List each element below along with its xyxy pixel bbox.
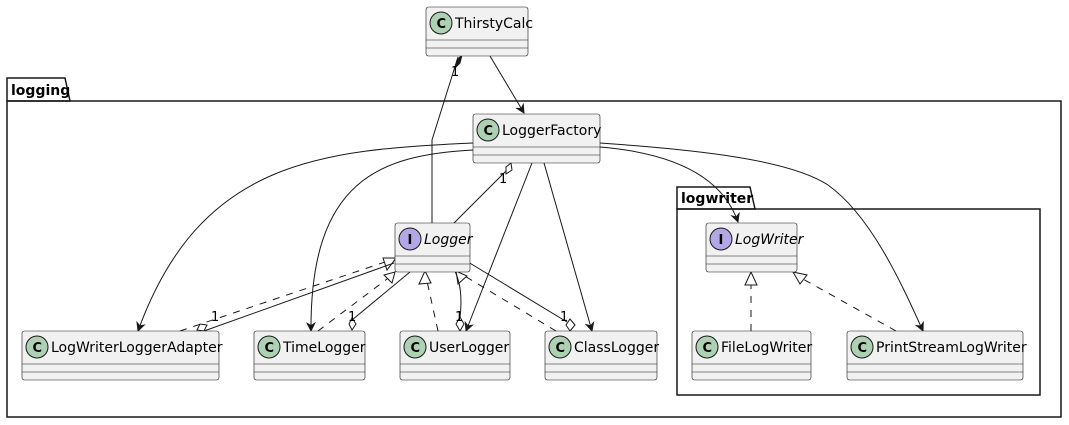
class-badge-icon [25, 335, 49, 359]
class-userlogger[interactable]: C UserLogger [399, 330, 511, 381]
class-badge-icon [695, 335, 719, 359]
interface-badge-icon [709, 227, 733, 251]
class-badge-icon [257, 335, 281, 359]
class-name: UserLogger [429, 340, 509, 356]
class-badge-letter: C [437, 17, 447, 32]
package-logging: logging [6, 77, 1062, 418]
class-filelogwriter[interactable]: C FileLogWriter [691, 330, 812, 381]
class-badge-letter: C [703, 341, 713, 356]
aggregation-diamond-user [455, 315, 465, 333]
mult-user-logger: 1 [455, 310, 463, 325]
realize-triangle-printstream [791, 271, 808, 285]
agg-timelogger-logger [351, 271, 411, 321]
interface-logwriter[interactable]: I LogWriter [705, 222, 805, 273]
class-name: LogWriterLoggerAdapter [51, 340, 223, 356]
class-name: ClassLogger [574, 340, 659, 356]
class-classlogger[interactable]: C ClassLogger [544, 330, 659, 381]
class-badge-letter: C [484, 124, 494, 139]
class-timelogger[interactable]: C TimeLogger [253, 330, 366, 381]
realize-triangle-user [418, 269, 432, 285]
interface-name: Logger [424, 232, 474, 248]
agg-adapter-logger [203, 262, 395, 332]
edge-factory-adapter [136, 142, 474, 332]
edge-factory-logwriter [599, 146, 740, 223]
class-name: LoggerFactory [502, 123, 601, 139]
class-logwriterloggeradapter[interactable]: C LogWriterLoggerAdapter [21, 330, 223, 381]
edge-factory-timelogger [305, 149, 474, 332]
interface-badge-letter: I [408, 233, 413, 248]
class-badge-letter: C [265, 341, 275, 356]
class-printstreamlogwriter[interactable]: C PrintStreamLogWriter [846, 330, 1027, 381]
realize-triangle-file [744, 270, 758, 286]
package-logwriter-label: logwriter [681, 191, 753, 207]
edge-factory-userlogger [464, 162, 533, 332]
class-badge-icon [850, 335, 874, 359]
realize-classlogger-logger [457, 271, 557, 332]
class-badge-icon [429, 11, 453, 35]
mult-time-logger: 1 [348, 310, 356, 325]
mult-factory-logger: 1 [499, 172, 507, 187]
mult-thirsty-logger: 1 [451, 65, 459, 80]
edge-factory-printstream [599, 142, 924, 332]
class-name: TimeLogger [282, 340, 366, 356]
class-name: PrintStreamLogWriter [876, 340, 1027, 356]
package-logging-label: logging [11, 83, 70, 99]
aggregation-diamond-adapter [196, 323, 208, 332]
edge-thirstycalc-loggerfactory [489, 55, 525, 114]
class-name: ThirstyCalc [454, 16, 533, 32]
realize-triangle-time [383, 271, 396, 284]
realize-triangle-adapter [382, 257, 397, 272]
interface-badge-letter: I [719, 233, 724, 248]
edge-thirstycalc-logger-composition [431, 56, 459, 224]
class-badge-icon [548, 335, 572, 359]
class-badge-icon [476, 118, 500, 142]
package-logwriter: logwriter [676, 186, 1041, 396]
interface-badge-icon [398, 227, 422, 251]
class-name: FileLogWriter [721, 340, 812, 356]
class-loggerfactory[interactable]: C LoggerFactory [472, 113, 601, 164]
class-badge-letter: C [33, 341, 43, 356]
realize-adapter-logger [179, 260, 389, 332]
agg-classlogger-logger [467, 261, 568, 323]
aggregation-diamond-factory [505, 162, 513, 175]
edge-factory-classlogger [543, 162, 595, 332]
composition-diamond [454, 53, 463, 70]
class-badge-letter: C [556, 341, 566, 356]
realize-timelogger-logger [317, 272, 396, 332]
interface-name: LogWriter [735, 232, 805, 248]
aggregation-diamond-class [565, 318, 576, 332]
interface-logger[interactable]: I Logger [394, 222, 474, 273]
realize-userlogger-logger [424, 271, 439, 332]
class-badge-letter: C [411, 341, 421, 356]
mult-adapter-logger: 1 [211, 310, 219, 325]
mult-class-logger: 1 [560, 310, 568, 325]
class-thirstycalc[interactable]: C ThirstyCalc [425, 6, 533, 57]
class-badge-icon [403, 335, 427, 359]
aggregation-diamond-time [348, 317, 357, 331]
realize-printstream-logwriter [802, 278, 897, 332]
edge-factory-logger-aggregation [452, 169, 508, 225]
class-badge-letter: C [858, 341, 868, 356]
